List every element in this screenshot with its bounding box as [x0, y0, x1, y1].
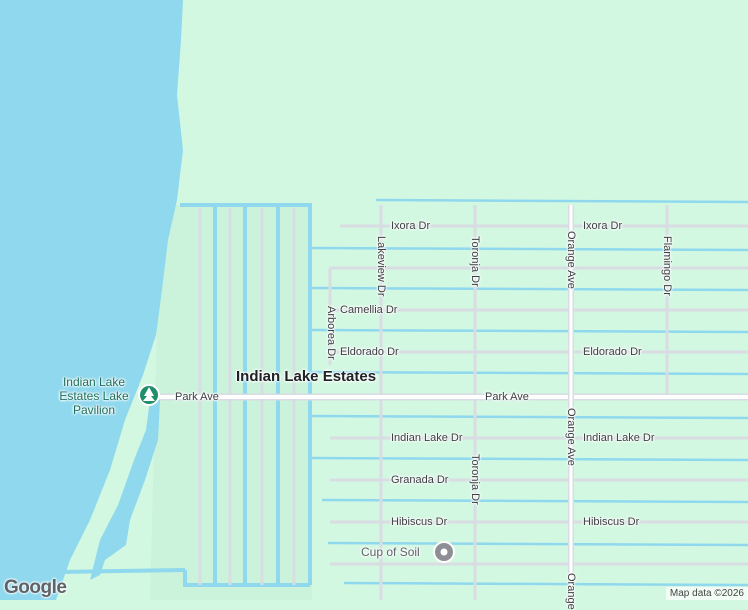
street-label-indian-lake: Indian Lake Dr: [391, 432, 463, 444]
pavilion-label-line: Pavilion: [72, 403, 116, 417]
google-logo: Google: [4, 577, 67, 599]
street-label-granada: Granada Dr: [391, 474, 449, 486]
pavilion-pin[interactable]: [138, 384, 160, 406]
roads: [198, 205, 748, 600]
east-canals: [311, 198, 748, 587]
street-label-toronja: Toronja Dr: [469, 454, 481, 505]
street-label-indian-lake: Indian Lake Dr: [583, 432, 655, 444]
street-label-orange-ave: Orange Ave: [565, 231, 577, 289]
logo-text: Google: [4, 577, 67, 598]
street-label-toronja: Toronja Dr: [469, 236, 481, 287]
street-label-orange: Orange: [565, 573, 577, 610]
main-roads: [160, 205, 748, 600]
street-label-hibiscus: Hibiscus Dr: [583, 516, 640, 528]
street-label-flamingo: Flamingo Dr: [661, 236, 673, 296]
street-label-ixora: Ixora Dr: [391, 220, 431, 232]
street-label-hibiscus: Hibiscus Dr: [391, 516, 448, 528]
street-label-orange-ave: Orange Ave: [565, 408, 577, 466]
lake: [0, 0, 183, 600]
pavilion-label[interactable]: Indian Lake Estates Lake Pavilion: [52, 375, 136, 417]
street-label-eldorado: Eldorado Dr: [340, 346, 399, 358]
street-label-park-ave: Park Ave: [485, 391, 529, 403]
street-label-camellia: Camellia Dr: [340, 304, 398, 316]
inlet: [90, 400, 160, 580]
place-label: Indian Lake Estates: [236, 368, 377, 385]
street-label-arborea: Arborea Dr: [325, 306, 337, 360]
pin-icon: [440, 548, 448, 556]
pavilion-label-line: Indian Lake: [62, 375, 126, 389]
street-label-eldorado: Eldorado Dr: [583, 346, 642, 358]
pavilion-label-line: Estates Lake: [59, 389, 129, 403]
tree-icon: [143, 387, 155, 401]
cafe-label[interactable]: Cup of Soil: [361, 545, 420, 559]
street-label-ixora: Ixora Dr: [583, 220, 623, 232]
street-label-park-ave: Park Ave: [175, 391, 219, 403]
cafe-pin[interactable]: [433, 541, 455, 563]
street-label-lakeview: Lakeview Dr: [375, 236, 387, 297]
map-attribution[interactable]: Map data ©2026: [665, 587, 748, 600]
